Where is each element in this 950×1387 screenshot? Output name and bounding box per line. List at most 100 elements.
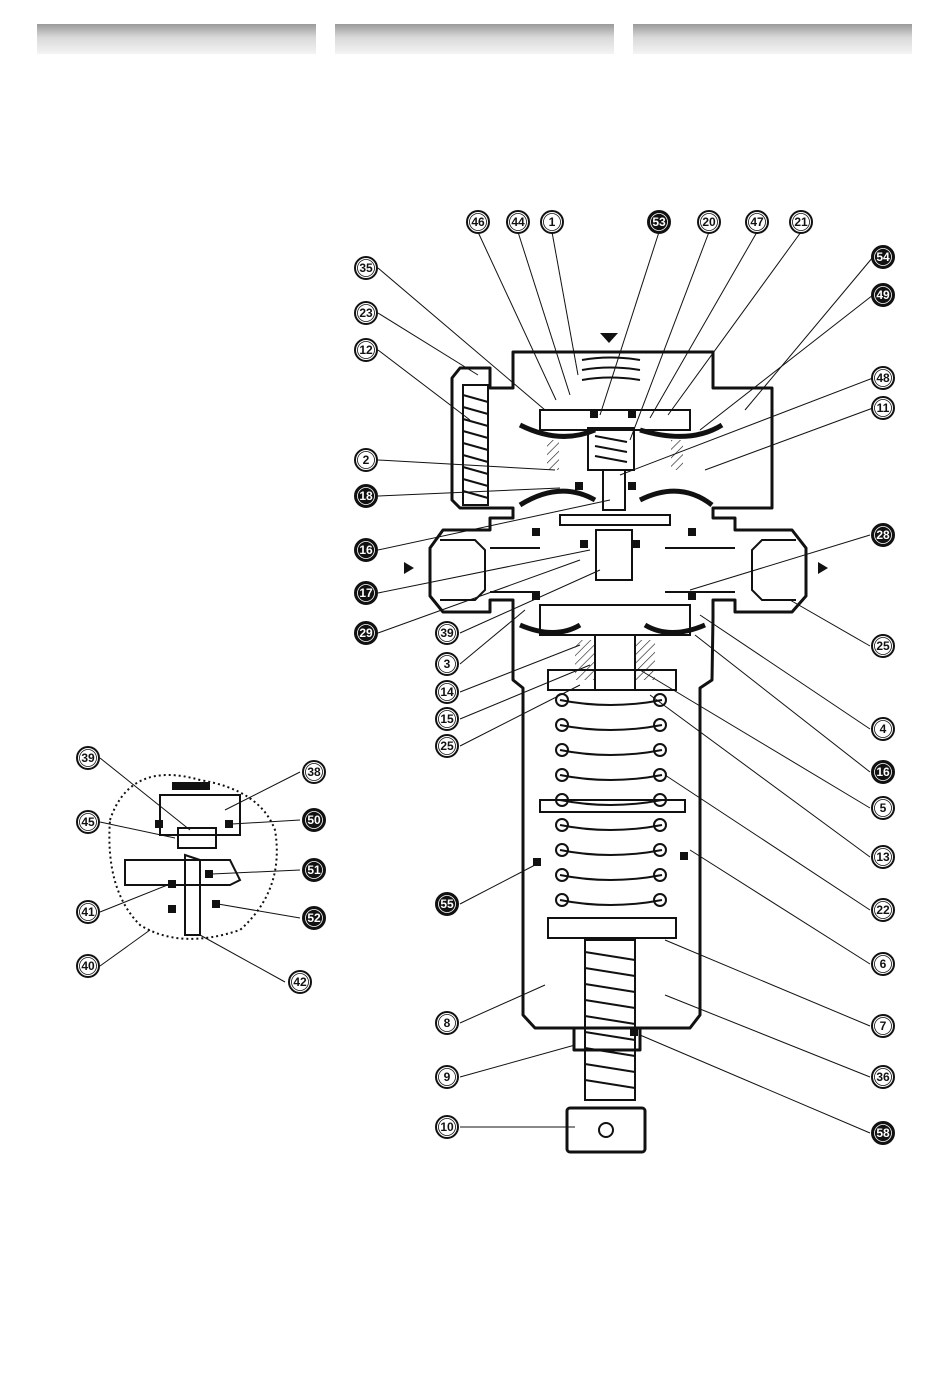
- detail-callout-50: 50: [303, 809, 325, 831]
- detail-callout-45: 45: [77, 811, 99, 833]
- main-callout-44: 44: [507, 211, 529, 233]
- main-callout-4: 4: [872, 718, 894, 740]
- main-callout-16: 16: [872, 761, 894, 783]
- main-callout-22: 22: [872, 899, 894, 921]
- body-outline: [430, 352, 806, 1152]
- callout-number: 52: [307, 911, 321, 925]
- callout-number: 23: [359, 306, 373, 320]
- main-callout-29: 29: [355, 622, 377, 644]
- main-callout-55: 55: [436, 893, 458, 915]
- main-callout-15: 15: [436, 708, 458, 730]
- main-callout-6: 6: [872, 953, 894, 975]
- callout-number: 38: [307, 765, 321, 779]
- main-callout-11: 11: [872, 397, 894, 419]
- main-callout-16: 16: [355, 539, 377, 561]
- callout-number: 28: [876, 528, 890, 542]
- detail-callout-38: 38: [303, 761, 325, 783]
- callout-number: 29: [359, 626, 373, 640]
- adjusting-screw-top: [463, 385, 488, 505]
- main-callout-25: 25: [436, 735, 458, 757]
- callout-number: 46: [471, 215, 485, 229]
- main-callout-49: 49: [872, 284, 894, 306]
- callout-number: 5: [880, 801, 887, 815]
- callout-number: 55: [440, 897, 454, 911]
- callout-number: 2: [363, 453, 370, 467]
- main-callout-17: 17: [355, 582, 377, 604]
- callout-number: 3: [444, 657, 451, 671]
- main-callout-14: 14: [436, 681, 458, 703]
- callout-number: 41: [81, 905, 95, 919]
- main-callout-46: 46: [467, 211, 489, 233]
- callout-number: 1: [549, 215, 556, 229]
- main-callout-3: 3: [436, 653, 458, 675]
- detail-callout-41: 41: [77, 901, 99, 923]
- main-spring: [540, 670, 685, 938]
- callout-number: 42: [293, 975, 307, 989]
- callout-number: 12: [359, 343, 373, 357]
- main-callout-18: 18: [355, 485, 377, 507]
- callout-number: 39: [81, 751, 95, 765]
- detail-callout-39: 39: [77, 747, 99, 769]
- callout-number: 13: [876, 850, 890, 864]
- callout-number: 40: [81, 959, 95, 973]
- main-callout-53: 53: [648, 211, 670, 233]
- callout-number: 16: [359, 543, 373, 557]
- main-callout-5: 5: [872, 797, 894, 819]
- callout-number: 6: [880, 957, 887, 971]
- internal-parts: [540, 358, 690, 691]
- detail-callout-51: 51: [303, 859, 325, 881]
- callout-number: 11: [877, 401, 890, 415]
- main-callout-54: 54: [872, 246, 894, 268]
- callout-number: 7: [880, 1019, 887, 1033]
- callout-number: 9: [444, 1070, 451, 1084]
- callout-number: 15: [440, 712, 454, 726]
- hatched-areas: [547, 440, 683, 680]
- main-callout-23: 23: [355, 302, 377, 324]
- callout-number: 21: [794, 215, 808, 229]
- main-callout-47: 47: [746, 211, 768, 233]
- callout-number: 16: [876, 765, 890, 779]
- outlet-fitting: [665, 540, 796, 600]
- callout-number: 25: [876, 639, 890, 653]
- main-callout-48: 48: [872, 367, 894, 389]
- detail-callout-42: 42: [289, 971, 311, 993]
- callout-number: 54: [876, 250, 890, 264]
- main-callout-1: 1: [541, 211, 563, 233]
- callout-number: 20: [702, 215, 716, 229]
- main-callout-10: 10: [436, 1116, 458, 1138]
- callout-number: 51: [307, 863, 321, 877]
- main-callout-58: 58: [872, 1122, 894, 1144]
- main-callout-35: 35: [355, 257, 377, 279]
- main-callout-9: 9: [436, 1066, 458, 1088]
- callout-number: 36: [876, 1070, 890, 1084]
- callout-number: 50: [307, 813, 321, 827]
- main-callout-7: 7: [872, 1015, 894, 1037]
- main-callout-12: 12: [355, 339, 377, 361]
- main-callout-20: 20: [698, 211, 720, 233]
- callout-number: 4: [880, 722, 887, 736]
- main-callout-21: 21: [790, 211, 812, 233]
- callout-number: 53: [652, 215, 666, 229]
- callout-number: 14: [440, 685, 454, 699]
- callout-number: 25: [440, 739, 454, 753]
- detail-callout-40: 40: [77, 955, 99, 977]
- main-callout-25: 25: [872, 635, 894, 657]
- callout-number: 58: [876, 1126, 890, 1140]
- callout-number: 48: [876, 371, 890, 385]
- callout-number: 45: [81, 815, 95, 829]
- callout-number: 39: [440, 626, 454, 640]
- main-callout-36: 36: [872, 1066, 894, 1088]
- main-callout-8: 8: [436, 1012, 458, 1034]
- callout-number: 18: [359, 489, 373, 503]
- callout-number: 47: [750, 215, 764, 229]
- detail-view: [109, 775, 276, 939]
- callout-number: 8: [444, 1016, 451, 1030]
- main-callout-2: 2: [355, 449, 377, 471]
- callout-number: 10: [440, 1120, 454, 1134]
- main-callout-13: 13: [872, 846, 894, 868]
- callout-number: 17: [359, 586, 373, 600]
- callout-number: 49: [876, 288, 890, 302]
- callout-number: 44: [511, 215, 525, 229]
- main-callout-28: 28: [872, 524, 894, 546]
- main-callout-39: 39: [436, 622, 458, 644]
